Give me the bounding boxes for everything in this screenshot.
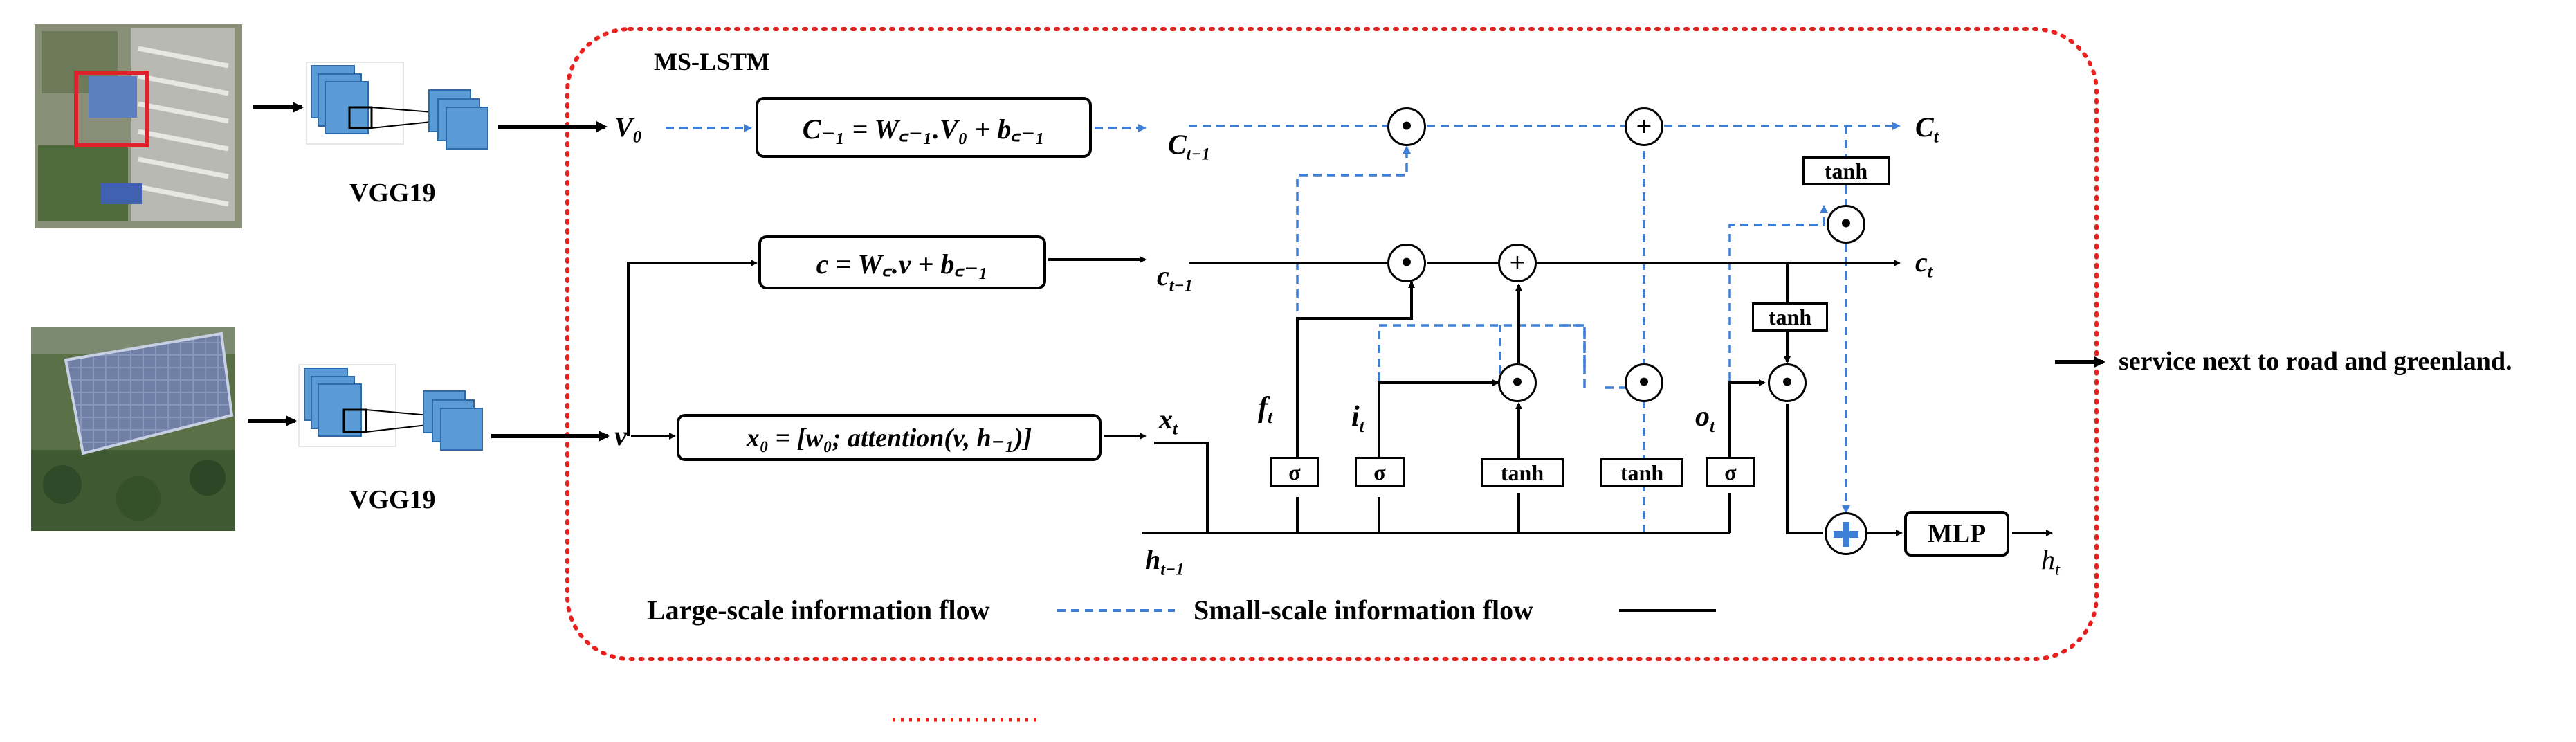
v0-input-label: V0 xyxy=(614,111,642,147)
v-input-label: v xyxy=(614,420,627,451)
aerial-image-2 xyxy=(31,327,235,531)
forget-gate-label: ft xyxy=(1258,392,1273,428)
output-caption: service next to road and greenland. xyxy=(2119,347,2512,376)
input-sigma-box: σ xyxy=(1355,457,1405,487)
output-gate-label: ot xyxy=(1695,401,1715,437)
vgg19-network-icon-1 xyxy=(306,62,488,150)
cell-tanh-box: tanh xyxy=(1752,302,1828,332)
large-input-multiply-op: • xyxy=(1625,363,1663,402)
c-small-t-label: ct xyxy=(1915,246,1933,282)
large-scale-init-box: C₋₁ = W꜀₋₁.V₀ + b꜀₋₁ xyxy=(756,97,1092,158)
legend-large-scale-label: Large-scale information flow xyxy=(647,595,990,626)
output-combine-plus-icon xyxy=(1825,512,1867,555)
x-t-label: xt xyxy=(1159,404,1178,439)
small-output-multiply-op: • xyxy=(1768,363,1807,402)
h-t-label: ht xyxy=(2041,544,2060,579)
input-multiply-op: • xyxy=(1498,363,1537,402)
output-sigma-box: σ xyxy=(1706,457,1755,487)
c-large-t-label: Ct xyxy=(1915,111,1939,147)
large-output-multiply-op: • xyxy=(1827,205,1865,244)
legend-small-scale-label: Small-scale information flow xyxy=(1194,595,1534,626)
large-forget-multiply-op: • xyxy=(1387,107,1426,146)
aerial-image-1 xyxy=(35,24,242,228)
mlp-box: MLP xyxy=(1904,511,2009,556)
forget-sigma-box: σ xyxy=(1270,457,1319,487)
ms-lstm-title: MS-LSTM xyxy=(654,48,771,75)
h-prev-label: ht−1 xyxy=(1145,544,1185,579)
input-tanh-box: tanh xyxy=(1481,458,1564,487)
small-scale-init-box: c = W꜀.v + b꜀₋₁ xyxy=(758,235,1046,289)
large-cell-tanh-box: tanh xyxy=(1802,156,1890,186)
c-large-prev-label: Ct−1 xyxy=(1168,129,1211,164)
vgg19-label-2: VGG19 xyxy=(349,485,436,514)
input-gate-label: it xyxy=(1351,401,1364,437)
small-add-op: + xyxy=(1498,244,1537,282)
c-small-prev-label: ct−1 xyxy=(1157,260,1194,296)
large-tanh-box: tanh xyxy=(1600,458,1683,487)
small-forget-multiply-op: • xyxy=(1387,244,1426,282)
large-add-op: + xyxy=(1625,107,1663,146)
vgg19-network-icon-2 xyxy=(298,364,483,451)
x0-attention-box: x₀ = [w₀; attention(v, h₋₁)] xyxy=(677,414,1102,461)
vgg19-label-1: VGG19 xyxy=(349,179,436,208)
ms-lstm-boundary xyxy=(565,27,2099,661)
